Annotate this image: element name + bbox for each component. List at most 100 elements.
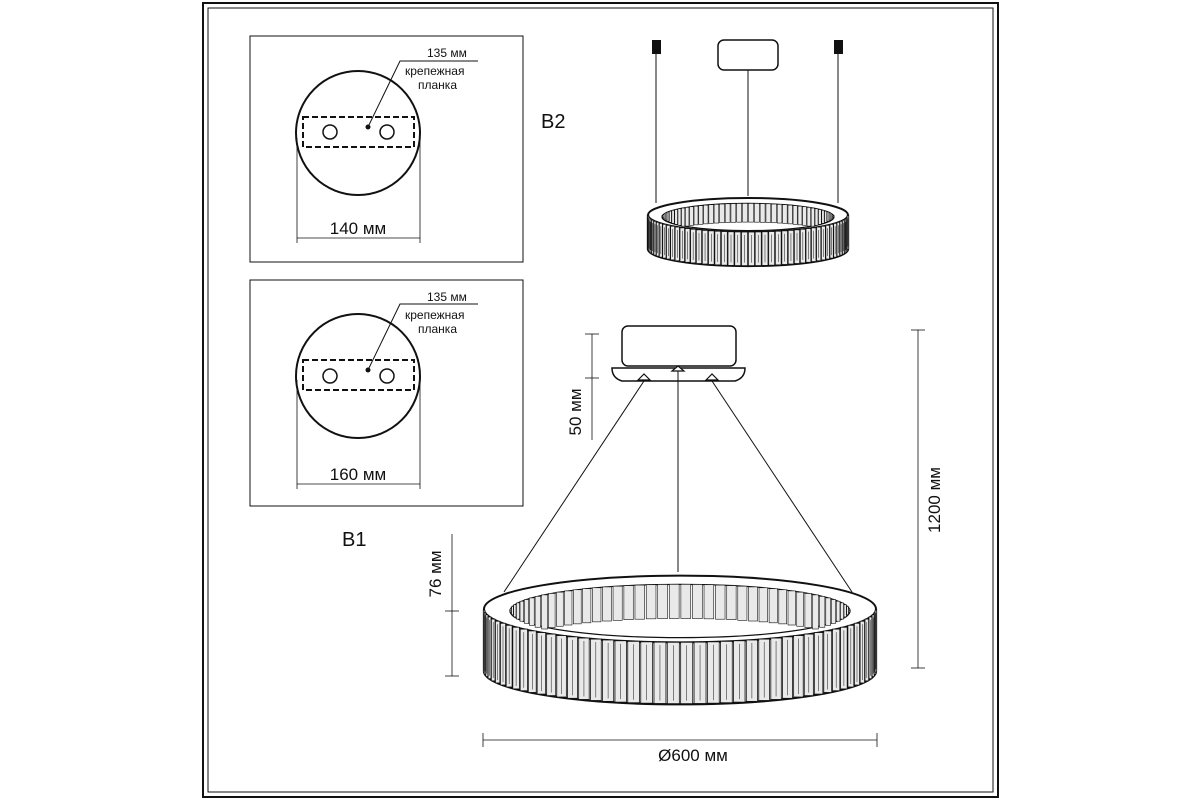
b2-ring-back-crystal — [720, 204, 725, 223]
b2-ring-back-crystal — [685, 207, 689, 226]
b1-ring-back-crystal — [624, 586, 633, 620]
b2-bracket-name-line2: планка — [418, 78, 457, 92]
canopy-height-label: 50 мм — [566, 388, 585, 435]
b2-ring-back-crystal — [777, 204, 782, 223]
b1-ring-back-crystal — [681, 584, 691, 618]
b1-ring-back-crystal — [510, 608, 511, 612]
b1-ring-back-crystal — [512, 606, 514, 614]
ring-height-label: 76 мм — [426, 550, 445, 597]
b2-bracket-name-line1: крепежная — [405, 64, 464, 78]
b2-ring-back-crystal — [675, 210, 678, 225]
b2-ring-back-crystal — [766, 204, 771, 223]
b2-crystal-ring — [647, 198, 848, 266]
b2-ring-back-crystal — [678, 209, 681, 225]
b1-ring-back-crystal — [749, 587, 758, 621]
b1-bracket-name-line1: крепежная — [405, 308, 464, 322]
b1-ring-back-crystal — [797, 592, 804, 626]
b2-canopy-circle — [296, 71, 420, 195]
b1-ring-back-crystal — [805, 593, 811, 627]
b2-ring-back-crystal — [714, 204, 719, 223]
b2-ring-back-crystal — [811, 208, 814, 226]
b2-ring-back-crystal — [807, 207, 811, 226]
b2-ring-back-crystal — [699, 206, 703, 225]
b1-ring-back-crystal — [583, 589, 591, 623]
b1-bracket-length-label: 135 мм — [427, 290, 467, 304]
b2-ring-back-crystal — [829, 213, 831, 220]
b1-ring-back-crystal — [516, 603, 519, 619]
b1-variant-label: B1 — [342, 529, 366, 551]
b1-ring-back-crystal — [788, 591, 795, 625]
b1-ring-back-crystal — [844, 605, 846, 617]
b2-ring-back-crystal — [825, 211, 827, 222]
b2-ring-back-crystal — [731, 204, 736, 223]
panel-b2-mount-detail: 135 мм крепежная планка 140 мм — [250, 36, 523, 262]
b1-ring-back-crystal — [565, 591, 572, 625]
b1-ring-back-crystal — [658, 584, 668, 618]
b1-ring-back-crystal — [529, 598, 534, 625]
b2-bracket-length-label: 135 мм — [427, 46, 467, 60]
b2-ring-back-crystal — [783, 205, 788, 224]
b2-ring-back-crystal — [709, 205, 714, 224]
b1-ring-back-crystal — [549, 593, 555, 627]
b2-ring-back-crystal — [682, 208, 685, 226]
b2-ring-back-crystal — [793, 206, 797, 225]
b1-ring-back-crystal — [704, 585, 714, 619]
b2-ring-back-crystal — [772, 204, 777, 223]
b1-bracket-name-line2: планка — [418, 322, 457, 336]
b1-diameter-label: 160 мм — [330, 465, 386, 484]
b1-ring-back-crystal — [524, 600, 528, 624]
b2-ring-back-crystal — [667, 212, 669, 221]
b2-ring-back-crystal — [754, 203, 759, 222]
b1-ring-back-crystal — [542, 595, 548, 629]
panel-b1-frame — [250, 280, 523, 506]
ring-height-dimension: 76 мм — [426, 534, 459, 676]
b1-ring-back-crystal — [779, 590, 787, 624]
total-height-dimension: 1200 мм — [911, 330, 944, 668]
b2-variant-label: B2 — [541, 111, 565, 133]
b2-chandelier-view — [647, 40, 848, 266]
b2-ring-back-crystal — [672, 210, 674, 223]
b2-ring-back-crystal — [748, 203, 753, 222]
b2-ring-back-crystal — [833, 216, 834, 217]
b2-ring-back-crystal — [669, 211, 671, 222]
b1-ring-back-crystal — [715, 585, 725, 619]
b2-ring-back-crystal — [725, 204, 730, 223]
b1-ring-back-crystal — [738, 586, 747, 620]
b1-ring-back-crystal — [769, 589, 777, 623]
b2-ring-back-crystal — [694, 206, 698, 225]
b1-ring-back-crystal — [535, 596, 540, 627]
b1-chandelier-view — [483, 326, 876, 704]
b2-ring-back-crystal — [827, 212, 829, 221]
b1-ring-back-crystal — [812, 595, 818, 629]
b2-ring-back-crystal — [822, 210, 824, 223]
b1-ring-back-crystal — [556, 592, 563, 626]
b1-ring-back-crystal — [847, 606, 849, 614]
panel-b1-mount-detail: 135 мм крепежная планка 160 мм — [250, 280, 523, 506]
b2-bracket-hole-right — [380, 125, 394, 139]
b1-bracket-hole-left — [323, 369, 337, 383]
b1-crystal-ring — [483, 576, 876, 705]
b1-ring-back-crystal — [836, 601, 840, 621]
b2-ring-back-crystal — [788, 205, 792, 224]
b1-wire-right — [712, 381, 852, 592]
b2-bracket-hole-left — [323, 125, 337, 139]
b1-canopy — [622, 326, 736, 366]
b2-ring-back-crystal — [665, 213, 667, 220]
b1-ring-back-crystal — [727, 586, 736, 620]
ring-diameter-dimension: Ø600 мм — [483, 733, 877, 765]
b1-bracket-hole-right — [380, 369, 394, 383]
b1-canopy-circle — [296, 314, 420, 438]
panel-b2-frame — [250, 36, 523, 262]
b2-ring-back-crystal — [815, 209, 818, 225]
b2-ring-back-crystal — [798, 206, 802, 225]
b2-ring-back-crystal — [704, 205, 708, 224]
b1-ring-back-crystal — [603, 587, 612, 621]
b1-ring-back-crystal — [592, 588, 601, 622]
b2-ring-back-crystal — [690, 207, 694, 226]
b2-ceiling-clip-right — [834, 40, 843, 54]
b2-canopy — [718, 40, 778, 70]
b1-ring-back-crystal — [692, 584, 702, 618]
b1-ring-back-crystal — [831, 600, 835, 624]
